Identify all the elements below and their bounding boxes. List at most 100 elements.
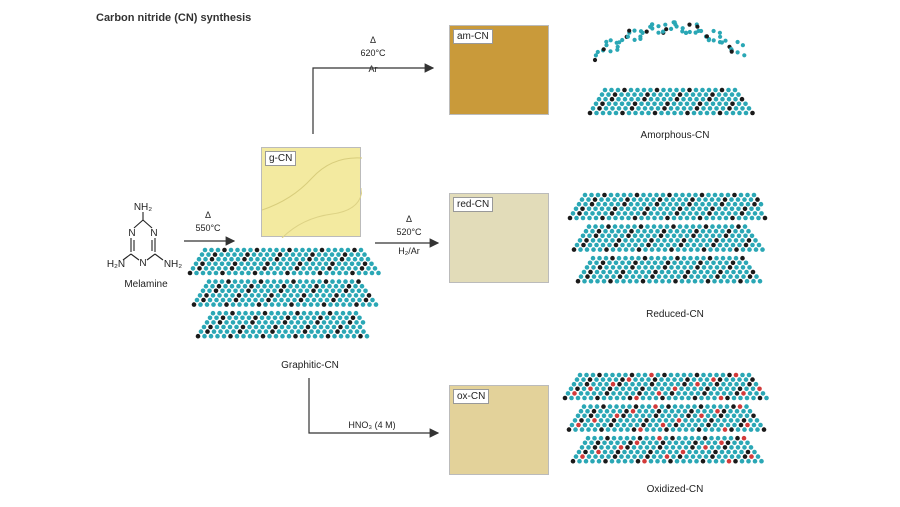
nitrogen-atom [679,413,685,419]
carbon-atom [318,315,323,321]
condition-g-to-red: Δ 520°C H₂/Ar [384,213,434,258]
nitrogen-atom [337,315,343,321]
nitrogen-atom [678,260,684,266]
nitrogen-atom [261,256,267,262]
nitrogen-atom [630,381,635,387]
nitrogen-atom [744,269,749,275]
nitrogen-atom [740,381,746,387]
nitrogen-atom [685,242,690,248]
carbon-atom [746,238,752,243]
carbon-atom [229,266,235,271]
carbon-atom [347,320,353,325]
carbon-atom [715,274,720,279]
nitrogen-atom [249,310,255,316]
nitrogen-atom [733,228,738,234]
nitrogen-atom [690,92,696,97]
nitrogen-atom [232,252,237,257]
nitrogen-atom [725,278,730,284]
carbon-atom [575,278,581,284]
oxygen-atom [741,391,746,396]
nitrogen-atom [672,110,677,116]
nitrogen-atom [684,206,689,212]
nitrogen-atom [752,458,758,464]
carbon-atom [323,279,329,284]
nitrogen-atom [207,297,213,303]
carbon-atom [278,288,284,294]
nitrogen-atom [679,404,684,409]
photo-tag: red-CN [453,197,494,212]
carbon-atom [595,395,600,401]
nitrogen-atom [711,386,717,392]
nitrogen-atom [585,408,590,414]
nitrogen-atom [583,458,589,464]
nitrogen-atom [724,260,729,266]
nitrogen-atom [586,197,591,202]
nitrogen-atom [624,274,629,279]
carbon-atom [662,372,667,378]
carbon-atom [730,260,736,266]
nitrogen-atom [582,395,587,401]
nitrogen-atom [732,449,738,455]
carbon-atom [608,278,613,284]
nitrogen-atom [217,310,222,316]
nitrogen-atom [362,252,367,257]
nitrogen-atom [569,422,575,428]
carbon-atom [718,413,724,419]
photo-ox-cn: ox-CN [449,385,549,475]
nitrogen-atom [307,283,313,289]
carbon-atom [645,206,650,212]
nitrogen-atom [720,211,725,216]
nitrogen-atom [708,408,714,414]
nitrogen-atom [684,215,690,221]
nitrogen-atom [753,238,758,243]
carbon-atom [664,427,669,432]
nitrogen-atom [295,293,300,298]
nitrogen-atom [591,247,596,252]
carbon-atom [741,418,747,423]
carbon-atom [674,211,680,216]
nitrogen-atom [347,310,352,316]
nitrogen-atom [713,201,718,207]
carbon-atom [722,445,728,450]
nitrogen-atom [611,391,616,396]
nitrogen-atom [697,206,702,212]
nitrogen-atom [600,233,605,239]
nitrogen-atom [662,247,668,252]
nitrogen-atom [698,377,703,382]
nitrogen-atom [250,302,255,307]
carbon-atom [729,49,734,54]
nitrogen-atom [640,404,645,409]
nitrogen-atom [646,110,651,116]
nitrogen-atom [633,110,638,116]
nitrogen-atom [284,252,289,257]
carbon-atom [677,92,683,97]
nitrogen-atom [249,266,254,271]
nitrogen-atom [235,247,240,253]
nitrogen-atom [683,435,688,441]
nitrogen-atom [701,372,706,378]
nitrogen-atom [594,386,600,392]
nitrogen-atom [334,310,339,316]
nitrogen-atom [674,458,680,464]
oxygen-atom [572,391,577,396]
nitrogen-atom [625,427,630,432]
nitrogen-atom [688,372,693,378]
nitrogen-atom [651,224,657,229]
nitrogen-atom [343,270,349,276]
nitrogen-atom [698,269,704,275]
nitrogen-atom [744,413,750,419]
carbon-atom [295,310,300,316]
nitrogen-atom [604,408,610,414]
carbon-atom [689,408,694,414]
nitrogen-atom [742,224,748,229]
carbon-atom [262,310,268,316]
nitrogen-atom [193,261,199,267]
nitrogen-atom [672,269,678,275]
carbon-atom [366,293,372,298]
nitrogen-atom [263,320,268,325]
carbon-atom [631,427,637,432]
oxygen-atom [638,427,643,432]
nitrogen-atom [596,96,602,102]
nitrogen-atom [652,101,657,107]
nitrogen-atom [608,38,613,43]
